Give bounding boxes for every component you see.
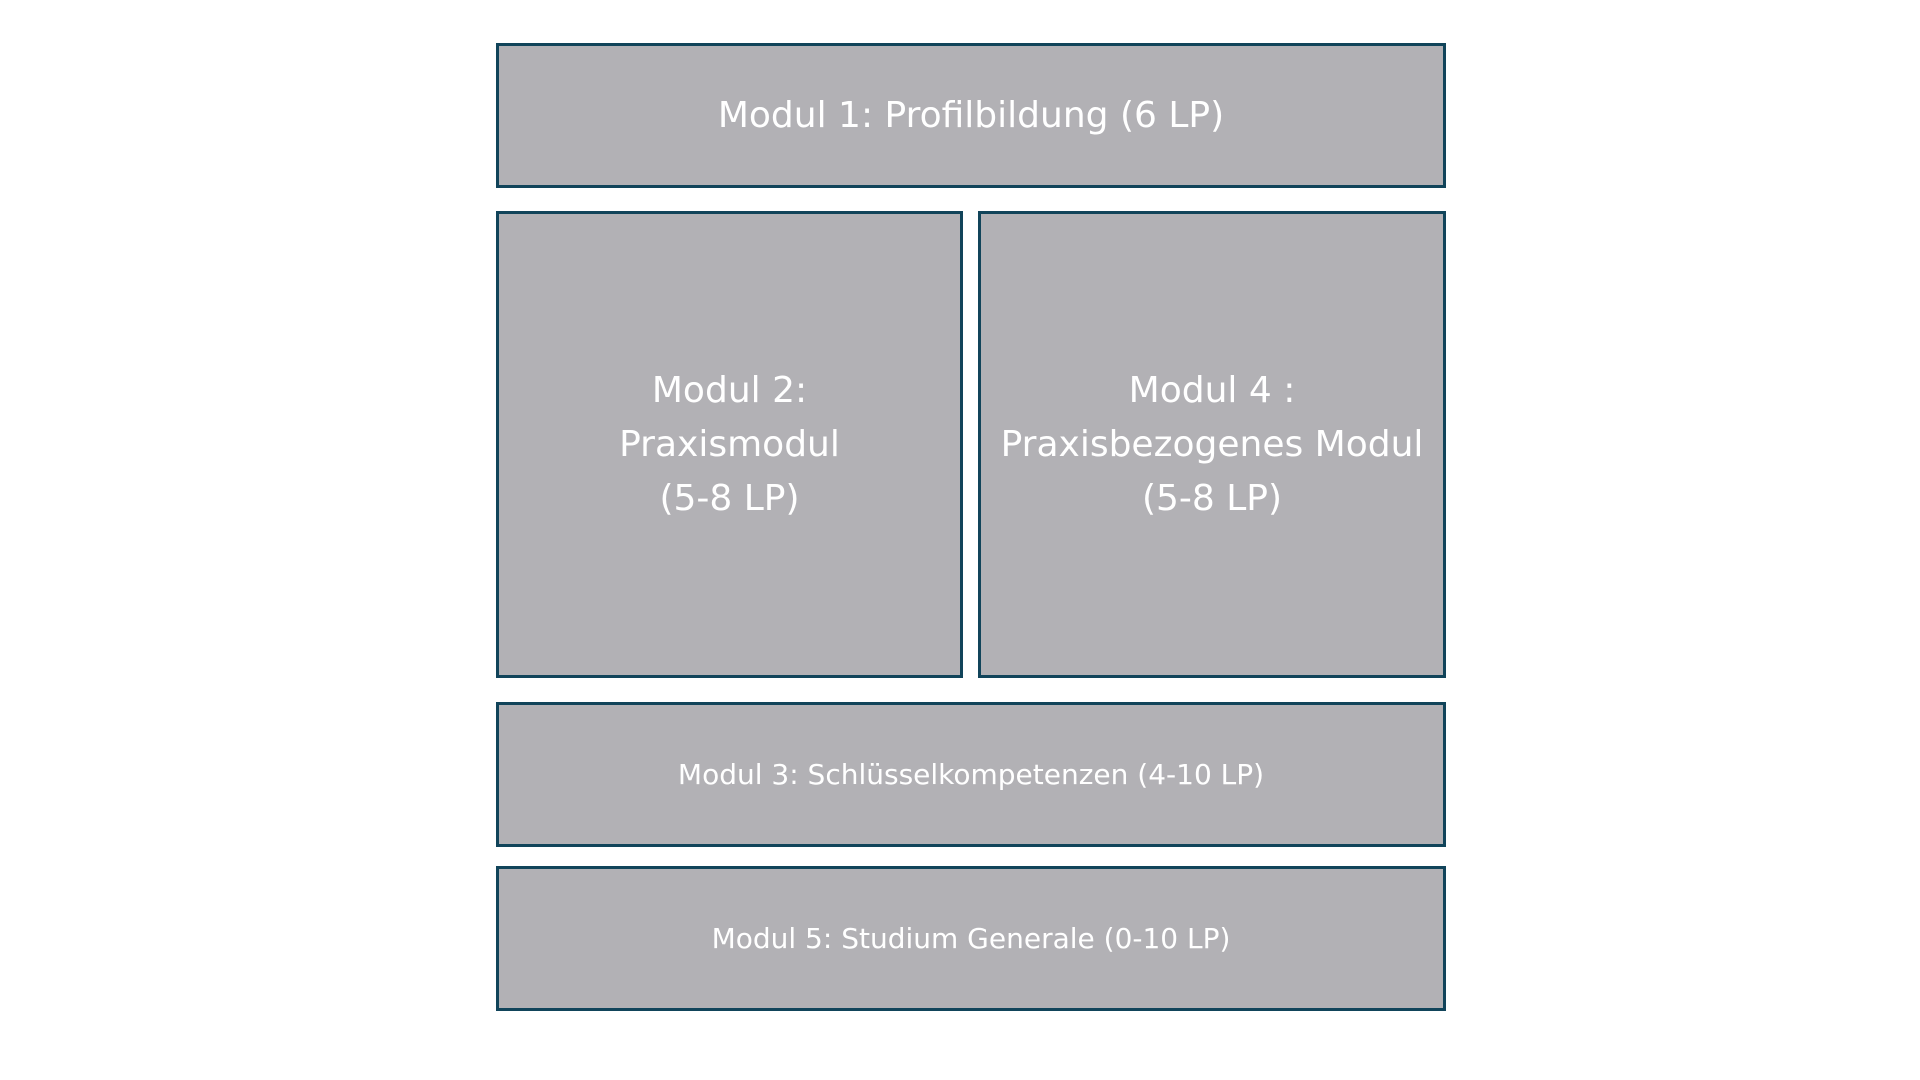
module-box-praxismodul: Modul 2: Praxismodul (5-8 LP) [496,211,963,678]
module-label-line: Modul 4 : [1128,369,1296,411]
module-label-line: (5-8 LP) [659,477,800,519]
module-label-line: Modul 2: [651,369,808,411]
module-label-line: (5-8 LP) [1141,477,1283,519]
module-label-line: Praxismodul [619,423,840,465]
module-label-profilbildung: Modul 1: Profilbildung (6 LP) [717,94,1225,136]
module-label-praxismodul: Modul 2: Praxismodul (5-8 LP) [619,364,840,526]
module-box-praxisbezogenes-modul: Modul 4 : Praxisbezogenes Modul (5-8 LP) [978,211,1446,678]
module-box-schluesselkompetenzen: Modul 3: Schlüsselkompetenzen (4-10 LP) [496,702,1446,847]
module-label-studium-generale: Modul 5: Studium Generale (0-10 LP) [711,921,1231,955]
module-label-schluesselkompetenzen: Modul 3: Schlüsselkompetenzen (4-10 LP) [677,757,1265,791]
module-label-praxisbezogenes-modul: Modul 4 : Praxisbezogenes Modul (5-8 LP) [1001,364,1424,526]
module-box-studium-generale: Modul 5: Studium Generale (0-10 LP) [496,866,1446,1011]
module-label-line: Praxisbezogenes Modul [1000,423,1424,465]
module-box-profilbildung: Modul 1: Profilbildung (6 LP) [496,43,1446,188]
